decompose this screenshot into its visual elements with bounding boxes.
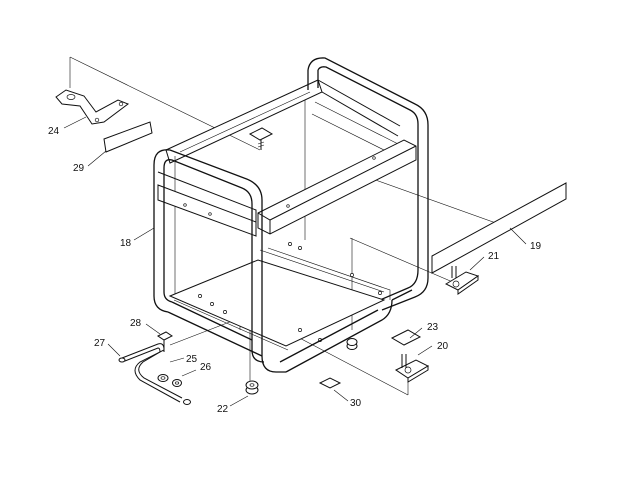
callout-30: 30: [350, 398, 362, 409]
foot-part-22: [245, 380, 259, 395]
callout-24: 24: [48, 126, 60, 137]
callout-19: 19: [530, 241, 542, 252]
callout-labels: 24 29 18 19 21 23 20 22 30 28 27 25 26: [48, 126, 542, 415]
plate-part-19: [431, 182, 567, 274]
mount-part-20: [395, 354, 430, 383]
callout-28: 28: [130, 318, 142, 329]
frame-body: [153, 57, 429, 373]
callout-29: 29: [73, 163, 85, 174]
callout-leaders: [63, 116, 527, 407]
bracket-part-24: [55, 89, 130, 125]
callout-21: 21: [488, 251, 500, 262]
frame-bolt-top: [248, 127, 274, 150]
callout-20: 20: [437, 341, 449, 352]
plate-part-29: [103, 121, 153, 153]
callout-18: 18: [120, 238, 132, 249]
ground-wire-part-27: [118, 343, 191, 405]
callout-25: 25: [186, 354, 198, 365]
callout-23: 23: [427, 322, 439, 333]
nut-part-26: [172, 379, 182, 387]
callout-27: 27: [94, 338, 106, 349]
callout-22: 22: [217, 404, 229, 415]
washer-part-25: [157, 374, 169, 382]
mount-part-21: [444, 266, 480, 295]
callout-26: 26: [200, 362, 212, 373]
bolt-part-28: [157, 331, 173, 352]
pad-part-30: [318, 377, 342, 389]
plate-part-23: [390, 329, 422, 346]
foot-bottom-center: [346, 338, 358, 350]
